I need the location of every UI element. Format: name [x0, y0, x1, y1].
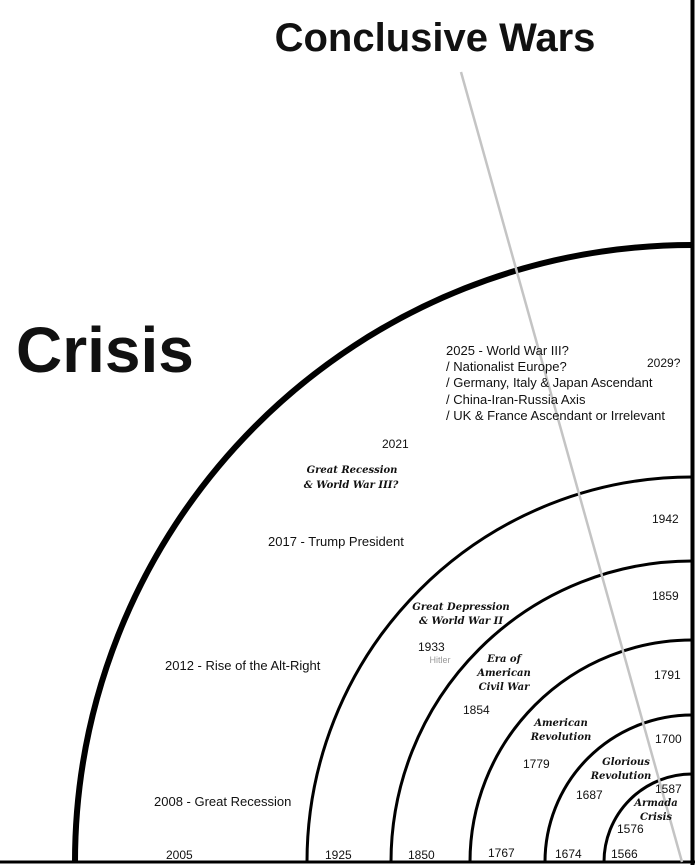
arc-cycle-1566	[602, 772, 693, 863]
end-year: 1942	[652, 512, 679, 526]
cycle-name-current: Great Recession	[307, 465, 398, 476]
arc-cycle-1850	[389, 559, 693, 863]
cycle-name: Revolution	[530, 732, 592, 743]
cycle-name: Revolution	[590, 771, 652, 782]
cycle-name: Great Depression	[412, 602, 509, 613]
start-year: 1767	[488, 846, 515, 860]
cycle-glorious-revolution: 1700 Glorious Revolution 1687 1674	[555, 732, 682, 861]
end-year: 1700	[655, 732, 682, 746]
cycle-name: American	[533, 718, 588, 729]
cycle-name: Era of	[486, 654, 523, 665]
arc-cycle-1767	[468, 638, 693, 863]
marker-year: 1854	[463, 703, 490, 717]
start-year: 1566	[611, 847, 638, 861]
current-cycle: 2025 - World War III? / Nationalist Euro…	[154, 343, 681, 862]
end-year: 1859	[652, 589, 679, 603]
prediction-line: / Nationalist Europe?	[446, 359, 567, 374]
conclusive-wars-line	[459, 71, 684, 863]
cycle-name: Civil War	[479, 682, 530, 693]
arc-current-cycle	[72, 242, 693, 863]
prediction-line: / UK & France Ascendant or Irrelevant	[446, 408, 665, 423]
marker-year: 1687	[576, 788, 603, 802]
cycle-name: Armada	[633, 798, 678, 809]
cycle-civil-war: 1859 Era of American Civil War 1854 1850	[408, 589, 679, 862]
cycle-name: American	[476, 668, 531, 679]
marker-note: Hitler	[429, 655, 450, 665]
end-year-current: 2029?	[647, 356, 681, 370]
prediction-line: / China-Iran-Russia Axis	[446, 392, 586, 407]
cycle-name: & World War II	[419, 616, 503, 627]
marker-year: 1779	[523, 757, 550, 771]
start-year-current: 2005	[166, 848, 193, 862]
start-year: 1925	[325, 848, 352, 862]
prediction-line: / Germany, Italy & Japan Ascendant	[446, 375, 653, 390]
event-2008: 2008 - Great Recession	[154, 794, 291, 809]
start-year: 1674	[555, 847, 582, 861]
title-conclusive-wars: Conclusive Wars	[275, 16, 596, 60]
prediction-line: 2025 - World War III?	[446, 343, 569, 358]
event-2012: 2012 - Rise of the Alt-Right	[165, 658, 321, 673]
cycle-name: Crisis	[640, 812, 672, 823]
year-2021: 2021	[382, 437, 409, 451]
start-year: 1850	[408, 848, 435, 862]
end-year: 1791	[654, 668, 681, 682]
arc-cycle-1925	[305, 475, 693, 863]
arc-cycle-1674	[543, 713, 693, 863]
marker-year: 1576	[617, 822, 644, 836]
cycle-american-revolution: 1791 American Revolution 1779 1767	[488, 668, 681, 860]
cycle-armada-crisis: 1587 Armada Crisis 1576 1566	[611, 782, 682, 861]
event-2017: 2017 - Trump President	[268, 534, 404, 549]
cycle-name-current: & World War III?	[304, 480, 399, 491]
title-crisis: Crisis	[16, 314, 194, 386]
marker-year: 1933	[418, 640, 445, 654]
end-year: 1587	[655, 782, 682, 796]
cycle-great-depression: 1942 Great Depression & World War II 193…	[325, 512, 679, 862]
cycle-name: Glorious	[602, 757, 650, 768]
